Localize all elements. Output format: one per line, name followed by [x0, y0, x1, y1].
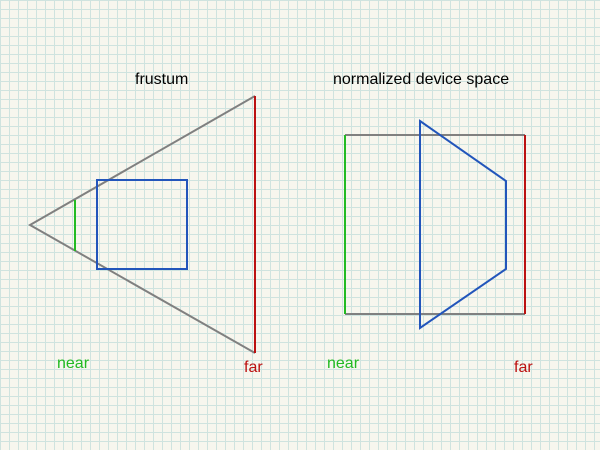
- ndc-title: normalized device space: [333, 71, 510, 88]
- ndc-near-label: near: [327, 355, 360, 372]
- frustum-object-box: [96, 179, 188, 270]
- ndc-diagram: [344, 119, 526, 330]
- ndc-distorted-object: [419, 119, 507, 330]
- frustum-outline: [27, 95, 256, 354]
- frustum-far-label: far: [244, 359, 263, 376]
- frustum-near-label: near: [57, 355, 90, 372]
- ndc-far-label: far: [514, 359, 533, 376]
- frustum-diagram: [27, 95, 256, 354]
- frustum-title: frustum: [135, 71, 189, 88]
